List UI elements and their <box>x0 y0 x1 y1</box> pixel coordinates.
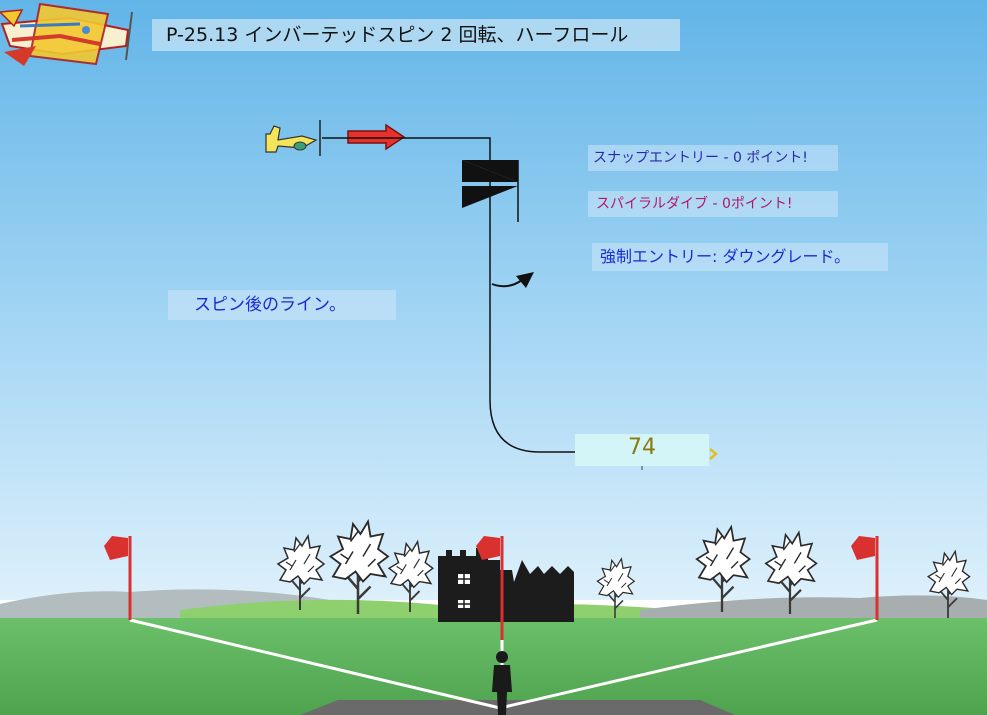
runway <box>300 700 735 715</box>
flag-left <box>104 536 132 620</box>
forced-entry-note: 強制エントリー: ダウングレード。 <box>592 243 888 271</box>
sky <box>0 0 987 600</box>
flight-path <box>322 137 578 453</box>
figure-title: P-25.13 インバーテッドスピン 2 回転、ハーフロール <box>152 19 680 51</box>
entry-arrow <box>347 123 406 151</box>
entry-aircraft <box>265 120 321 156</box>
exit-chevron <box>709 448 718 460</box>
pilot-figure <box>492 651 512 715</box>
flag-center <box>476 536 504 640</box>
aircraft-logo <box>0 2 133 66</box>
spin-symbol <box>462 160 519 222</box>
spiral-dive-note: スパイラルダイブ - 0ポイント! <box>588 191 838 217</box>
score-box: 74 <box>575 434 709 466</box>
curved-arrow <box>491 272 534 288</box>
castle-ruin <box>438 548 574 622</box>
flag-right <box>851 536 879 620</box>
line-after-spin-note: スピン後のライン。 <box>168 290 396 320</box>
hills-right <box>640 595 987 625</box>
snap-entry-note: スナップエントリー - 0 ポイント! <box>588 145 838 171</box>
